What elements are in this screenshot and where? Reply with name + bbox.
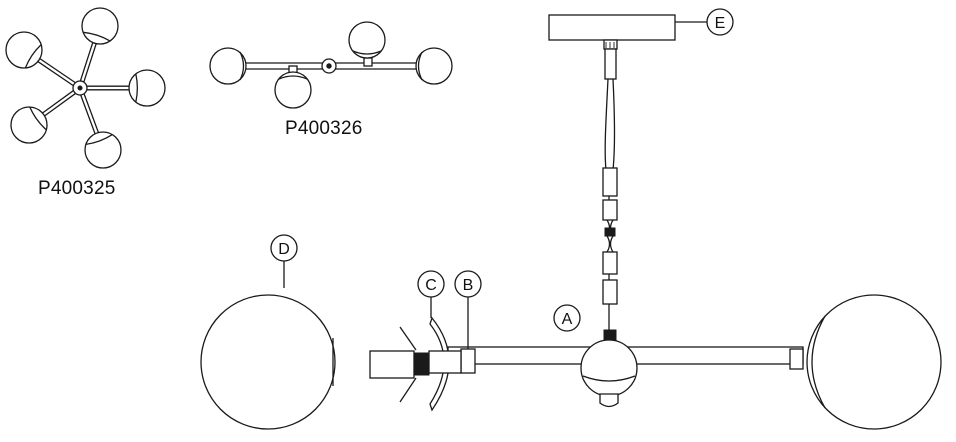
holder-clip-bottom: [399, 377, 417, 403]
cable-gripper: [604, 48, 617, 80]
linear-globe-lower: [274, 71, 312, 109]
shade-cup-c: [429, 316, 450, 412]
five-arm-spoke-bottom-right-2: [81, 87, 100, 133]
callout-d-letter: D: [278, 241, 290, 258]
threaded-collar: [413, 352, 430, 376]
linear-globe-lower-rim: [278, 75, 308, 80]
callout-e-letter: E: [715, 15, 726, 32]
callout-e-circle: [706, 8, 734, 36]
ceiling-canopy-and-cable: [548, 14, 676, 341]
five-arm-spoke-top-right-1: [81, 43, 97, 89]
model-label-p400326: P400326: [285, 118, 363, 139]
central-hub-sphere: [580, 339, 638, 397]
five-arm-spoke-top-left-1: [39, 58, 82, 88]
callout-a-letter: A: [562, 311, 573, 328]
five-arm-globe-rim-right: [135, 73, 139, 103]
callout-c-letter: C: [425, 277, 437, 294]
five-arm-globe-bottom-right: [84, 131, 122, 169]
cable-entry-nut: [603, 329, 617, 341]
linear-globe-far-right: [415, 47, 453, 85]
hub-bottom-finial: [599, 393, 619, 408]
five-arm-globe-rim-top-right: [83, 31, 111, 42]
glass-globe-right: [806, 294, 942, 430]
linear-globe-far-right-rim: [417, 51, 423, 81]
bulb-holder: [369, 350, 415, 379]
five-arm-globe-rim-bottom-right: [85, 134, 113, 146]
cable-sleeve-4: [602, 279, 618, 305]
callouts: E A B C D: [270, 8, 734, 349]
five-arm-globe-rim-bottom-left: [29, 106, 47, 131]
five-arm-globes: [5, 7, 166, 169]
callout-b-letter: B: [463, 277, 474, 294]
holder-clip-top: [399, 326, 417, 351]
cable-sleeve-1: [602, 167, 618, 197]
five-arm-spokes: [37, 42, 129, 134]
globe-right-neck: [811, 315, 826, 409]
five-arm-top-view: [5, 7, 166, 169]
callout-a-circle: [553, 304, 581, 332]
cable-wire-a: [604, 78, 609, 171]
holder-neck: [428, 350, 462, 374]
five-arm-spoke-bottom-left-1: [42, 86, 80, 114]
cable-sleeve-2: [602, 199, 618, 221]
cable-wire-b: [612, 78, 616, 171]
five-arm-globe-top-left: [5, 31, 43, 69]
five-arm-hub-dot: [77, 85, 83, 91]
cable-sleeve-3: [602, 251, 618, 275]
five-arm-globe-right: [128, 69, 166, 107]
five-arm-globe-top-right: [81, 7, 119, 45]
model-label-p400325: P400325: [38, 178, 116, 199]
five-arm-spoke-bottom-left-2: [44, 88, 82, 117]
hub-equator-line: [582, 375, 636, 382]
cable-connector: [604, 227, 616, 237]
linear-globe-far-left: [209, 47, 247, 85]
ceiling-canopy: [548, 14, 676, 41]
linear-globe-upper: [348, 21, 386, 59]
arm-end-socket-right: [789, 348, 804, 370]
five-arm-globe-bottom-left: [10, 106, 48, 144]
arm-bushing-b: [460, 348, 476, 374]
five-arm-spoke-top-left-2: [37, 61, 80, 91]
five-arm-globe-rim-top-left: [24, 44, 42, 69]
five-arm-spoke-bottom-right-1: [77, 88, 96, 134]
linear-globe-far-left-rim: [239, 51, 245, 81]
main-fitting-side-view: [200, 294, 942, 430]
linear-hub-dot: [326, 63, 332, 69]
glass-globe-d: [200, 294, 336, 430]
linear-top-view: [209, 21, 453, 109]
five-arm-spoke-top-right-2: [77, 42, 94, 88]
linear-globe-upper-rim: [352, 50, 382, 55]
linear-socket-right: [363, 57, 373, 67]
